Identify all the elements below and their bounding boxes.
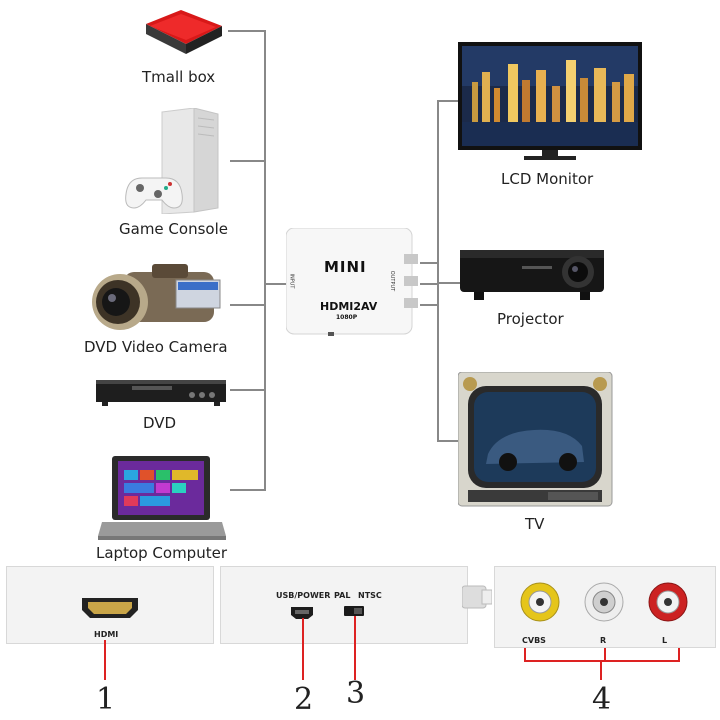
pal-ntsc-switch[interactable] bbox=[344, 606, 364, 616]
source-label-tmall: Tmall box bbox=[142, 68, 216, 86]
converter-input-line bbox=[264, 283, 286, 285]
branch-line-tv bbox=[437, 440, 461, 442]
branch-line-tmall bbox=[228, 30, 266, 32]
port-number-4: 4 bbox=[592, 682, 612, 717]
tv-box-icon bbox=[136, 6, 226, 58]
lcd-monitor-icon bbox=[458, 42, 644, 162]
rca-white-jack-icon bbox=[584, 582, 624, 622]
converter-output-line-2 bbox=[420, 283, 438, 285]
laptop-icon bbox=[98, 456, 226, 542]
converter-model: HDMI2AV bbox=[320, 300, 378, 313]
dvd-player-icon bbox=[96, 378, 226, 410]
rca-red-jack-icon bbox=[648, 582, 688, 622]
usb-switch-panel bbox=[220, 566, 468, 644]
converter-output-line-3 bbox=[420, 304, 438, 306]
output-label-lcd: LCD Monitor bbox=[501, 170, 594, 188]
l-label: L bbox=[662, 636, 668, 645]
game-console-icon bbox=[122, 107, 222, 215]
pointer-line-4 bbox=[600, 660, 602, 680]
converter-output-label: OUTPUT bbox=[389, 270, 396, 292]
source-label-laptop: Laptop Computer bbox=[96, 544, 227, 562]
source-label-dvd: DVD bbox=[143, 414, 177, 432]
pointer-line-2 bbox=[302, 618, 304, 680]
right-trunk-line bbox=[437, 100, 439, 442]
output-label-tv: TV bbox=[525, 515, 545, 533]
pointer-bracket-4 bbox=[524, 648, 680, 662]
source-label-console: Game Console bbox=[119, 220, 228, 238]
rca-yellow-jack-icon bbox=[520, 582, 560, 622]
cvbs-label: CVBS bbox=[522, 636, 546, 645]
pointer-line-4-mid bbox=[604, 648, 606, 660]
usb-port-icon bbox=[290, 606, 314, 620]
branch-line-dvd bbox=[230, 389, 266, 391]
converter-output-line-1 bbox=[420, 262, 438, 264]
hdmi-port-label: HDMI bbox=[94, 630, 119, 639]
converter-brand: MINI bbox=[324, 258, 367, 276]
ntsc-label: NTSC bbox=[358, 591, 382, 600]
usb-power-label: USB/POWER bbox=[276, 591, 331, 600]
crt-tv-icon bbox=[457, 371, 614, 510]
video-camera-icon bbox=[90, 262, 226, 336]
port-number-1: 1 bbox=[96, 682, 116, 717]
branch-line-laptop bbox=[230, 489, 266, 491]
r-label: R bbox=[600, 636, 607, 645]
hdmi-port-icon bbox=[80, 596, 140, 620]
pointer-line-1 bbox=[104, 640, 106, 680]
pal-label: PAL bbox=[334, 591, 351, 600]
converter-resolution: 1080P bbox=[336, 314, 358, 321]
rca-plug-stub bbox=[461, 582, 493, 612]
branch-line-console bbox=[230, 160, 266, 162]
pointer-line-3 bbox=[354, 616, 356, 680]
branch-line-lcd bbox=[437, 100, 461, 102]
left-trunk-line bbox=[264, 30, 266, 490]
source-label-camera: DVD Video Camera bbox=[84, 338, 228, 356]
port-number-2: 2 bbox=[294, 682, 314, 717]
projector-icon bbox=[460, 244, 606, 306]
port-number-3: 3 bbox=[346, 676, 366, 711]
branch-line-projector bbox=[437, 282, 463, 284]
branch-line-camera bbox=[230, 304, 266, 306]
converter-box: MINI HDMI2AV 1080P INPUT OUTPUT bbox=[286, 228, 420, 336]
output-label-projector: Projector bbox=[497, 310, 564, 328]
converter-input-label: INPUT bbox=[288, 273, 295, 289]
